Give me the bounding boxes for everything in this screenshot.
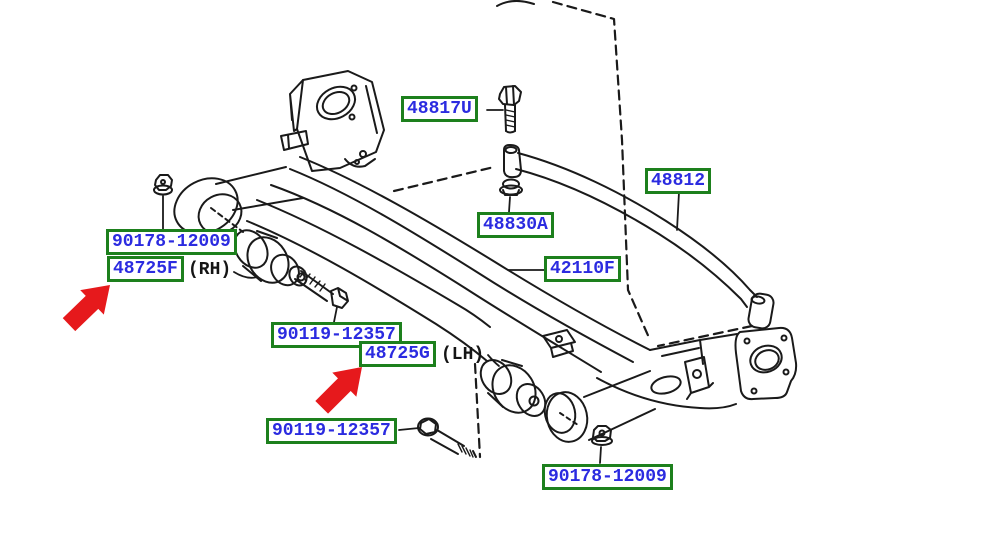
nut-upper [153,174,173,196]
stabilizer-clamp [499,144,523,196]
part-label-upper-nut[interactable]: 90178-12009 [106,229,237,255]
part-label-bushing-rh[interactable]: 48725F [107,256,184,282]
body-cut-line [496,0,535,7]
red-arrow-icon [62,285,110,332]
bolt-48817u [498,85,522,134]
part-label-lower-nut[interactable]: 90178-12009 [542,464,673,490]
reference-dashed-lines [392,0,754,459]
red-arrow-icon [315,367,362,414]
part-label-bushing-lh[interactable]: 48725G [359,341,436,367]
leader-lines [162,109,680,464]
wheel-flange-plate [734,326,798,401]
stabilizer-bar [515,152,775,330]
spring-seat-bracket [280,70,385,172]
bolt-rh [294,270,349,309]
part-suffix-lh: (LH) [441,345,485,365]
bolt-lh [417,417,477,458]
part-label-bracket-bolt[interactable]: 48817U [401,96,478,122]
part-label-stabilizer-bar[interactable]: 48812 [645,168,712,194]
bushing-lh [479,359,547,417]
bushing-rh [233,229,308,287]
part-label-stabilizer-clamp[interactable]: 48830A [477,212,554,238]
part-label-bolt-lh[interactable]: 90119-12357 [266,418,397,444]
part-suffix-rh: (RH) [188,260,232,280]
nut-lower [591,425,613,446]
right-bushing-boss [543,391,589,443]
boss-insert-dashed-line [210,207,244,233]
part-label-axle-beam[interactable]: 42110F [544,256,621,282]
